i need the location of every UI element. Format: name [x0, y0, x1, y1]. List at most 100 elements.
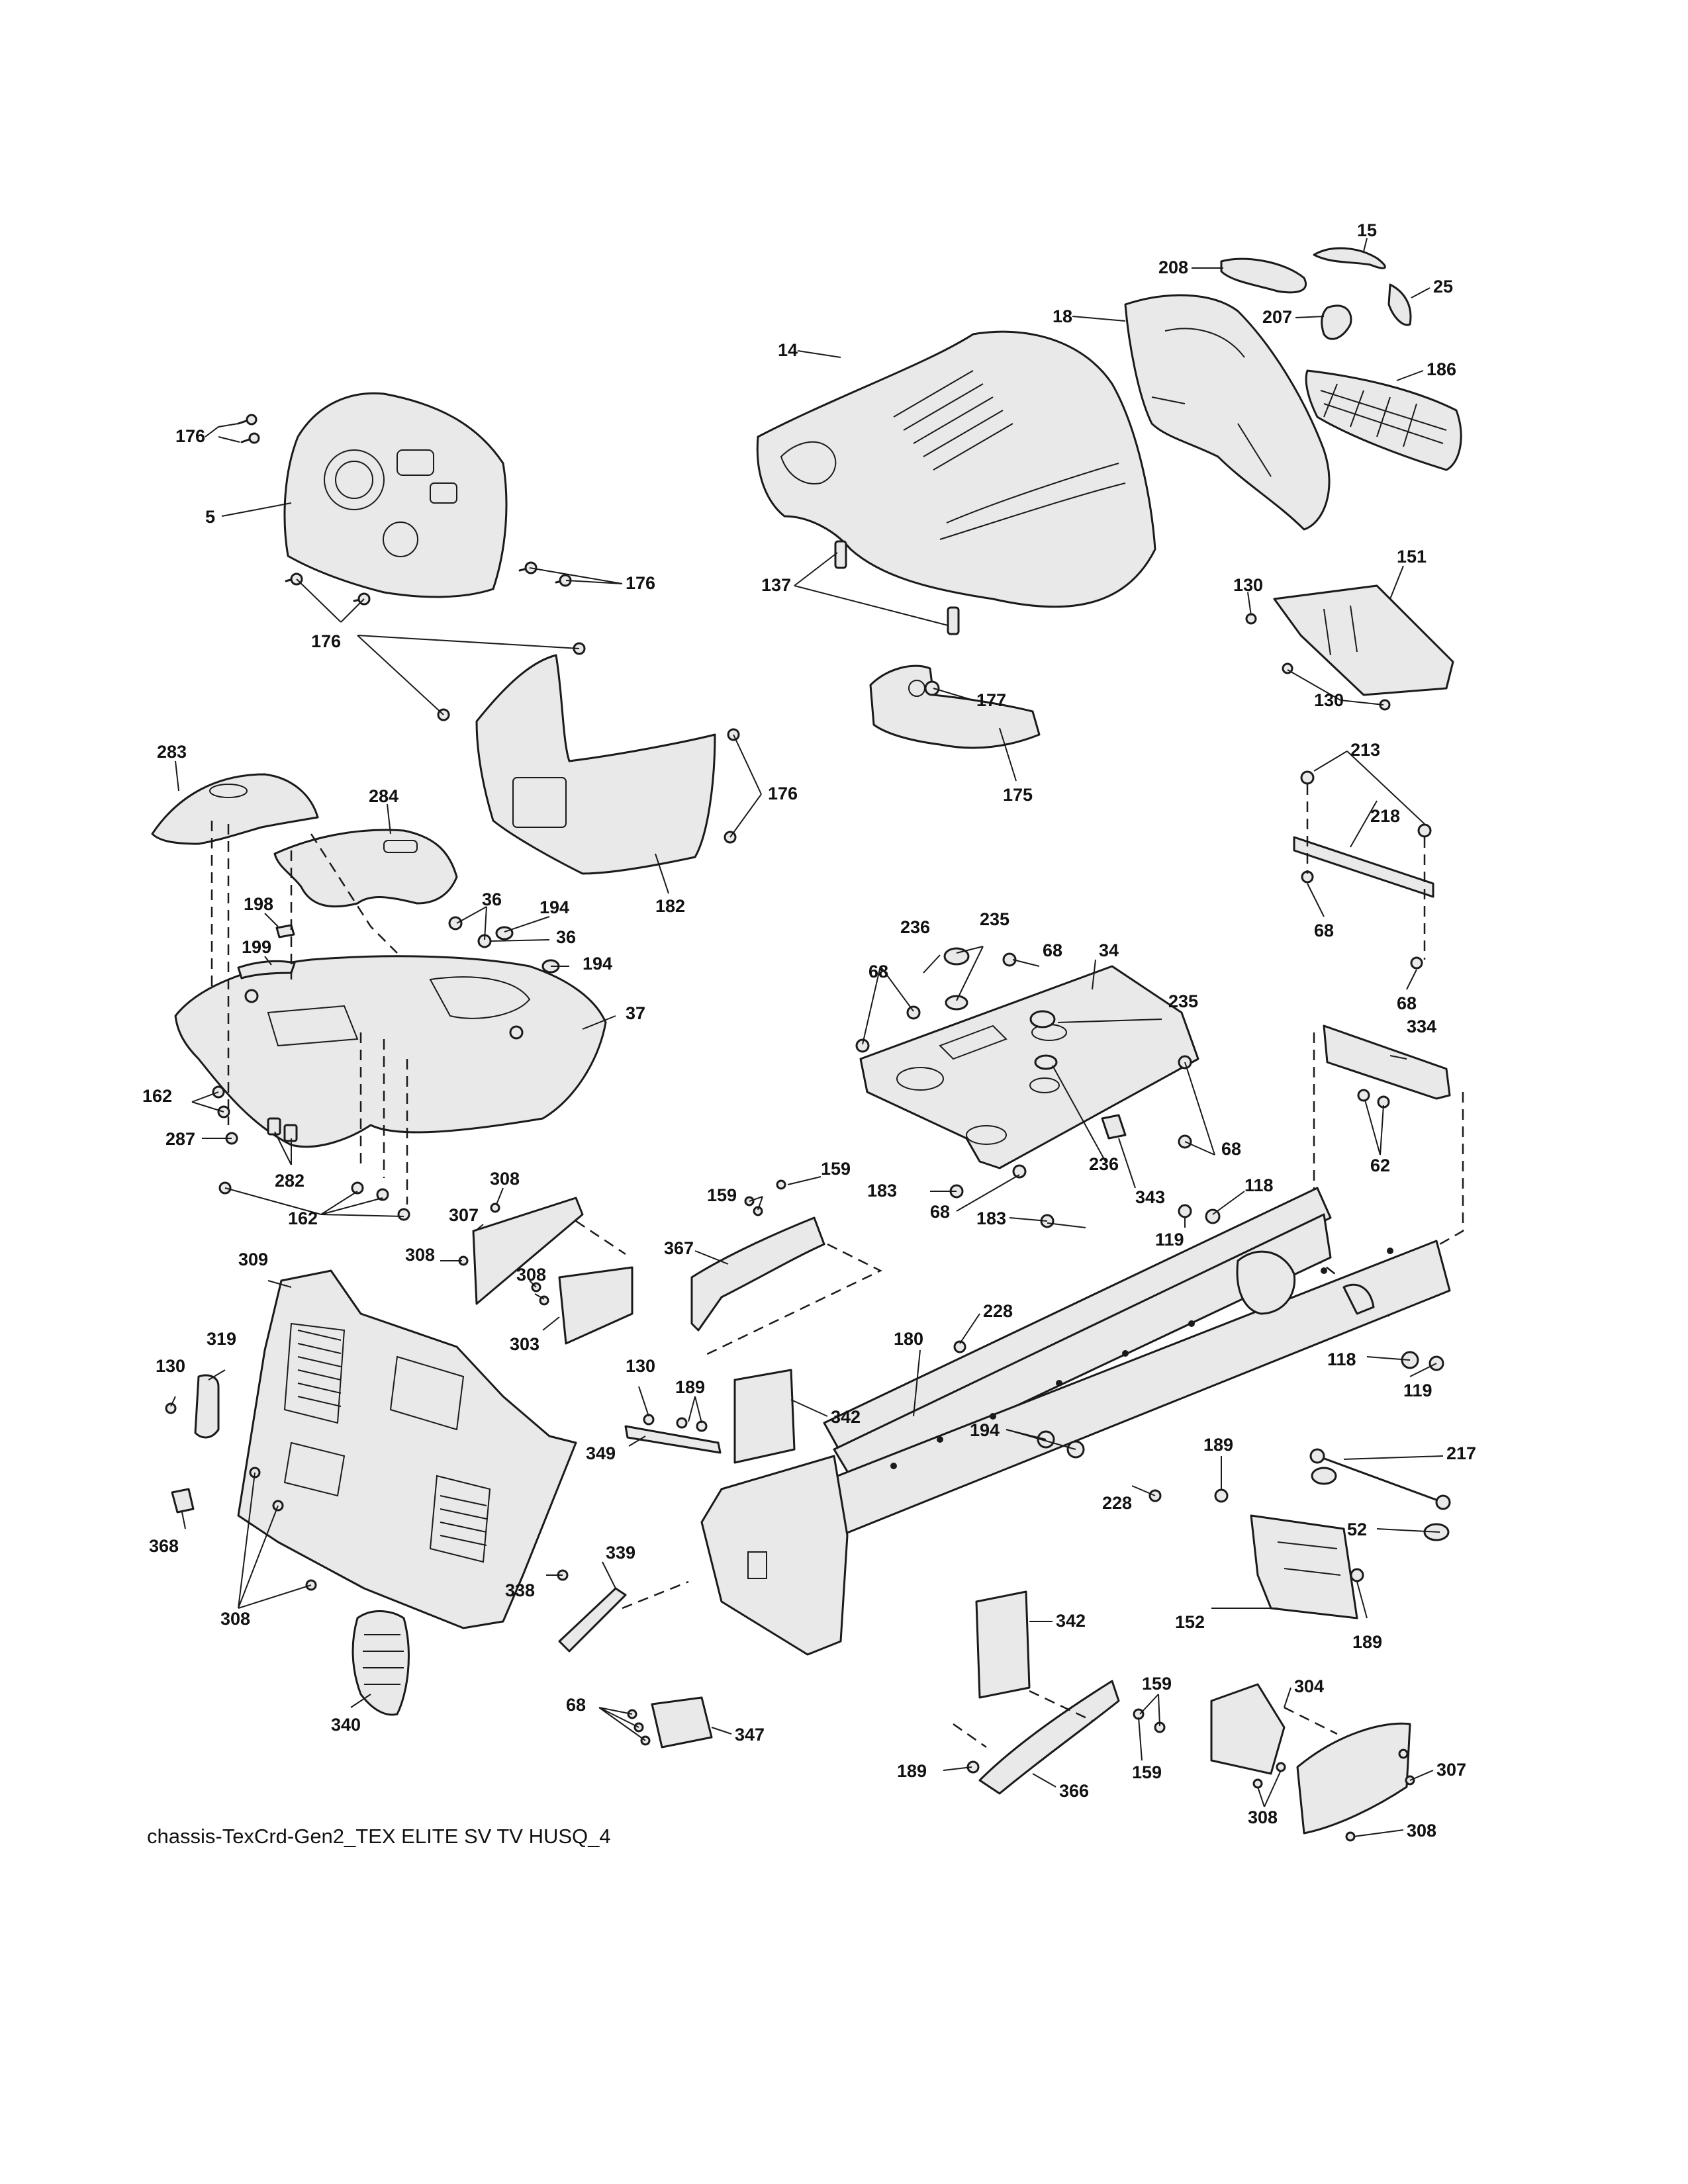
lower-dash-part-182 — [475, 654, 716, 875]
callout-130: 130 — [626, 1356, 655, 1376]
callout-52: 52 — [1347, 1520, 1367, 1539]
fender-dash-lines — [211, 821, 408, 1205]
callout-217: 217 — [1446, 1443, 1476, 1463]
callout-151: 151 — [1397, 547, 1427, 567]
leader-lines — [170, 238, 1444, 1837]
callout-152: 152 — [1175, 1612, 1205, 1632]
callout-36: 36 — [482, 889, 502, 909]
callout-176: 176 — [768, 784, 798, 803]
callout-208: 208 — [1158, 257, 1188, 277]
grille-housing-part-18 — [1124, 294, 1331, 531]
callout-36: 36 — [556, 927, 576, 947]
callout-182: 182 — [655, 896, 685, 916]
bracket-part-175 — [869, 664, 1041, 749]
callout-176: 176 — [311, 631, 341, 651]
callout-309: 309 — [238, 1250, 268, 1269]
callout-308: 308 — [490, 1169, 520, 1189]
callout-347: 347 — [735, 1725, 765, 1745]
callout-68: 68 — [1314, 921, 1334, 940]
callout-189: 189 — [897, 1761, 927, 1781]
callout-235: 235 — [980, 909, 1009, 929]
callout-319: 319 — [207, 1329, 236, 1349]
bracket-part-207 — [1321, 304, 1352, 340]
callout-34: 34 — [1099, 940, 1119, 960]
insert-part-319 — [194, 1374, 220, 1439]
callout-218: 218 — [1370, 806, 1400, 826]
callout-159: 159 — [707, 1185, 737, 1205]
callout-labels: 15 208 25 18 207 186 14 176 5 176 176 13… — [142, 220, 1476, 1841]
callout-137: 137 — [761, 575, 791, 595]
callout-283: 283 — [157, 742, 187, 762]
callout-130: 130 — [1233, 575, 1263, 595]
callout-37: 37 — [626, 1003, 645, 1023]
callout-334: 334 — [1407, 1017, 1436, 1036]
callout-180: 180 — [894, 1329, 923, 1349]
callout-308: 308 — [516, 1265, 546, 1285]
callout-189: 189 — [1203, 1435, 1233, 1455]
callout-186: 186 — [1427, 359, 1456, 379]
callout-308: 308 — [220, 1609, 250, 1629]
callout-342: 342 — [831, 1407, 861, 1427]
clip-part-198-199 — [237, 924, 296, 979]
front-frame-part-309 — [237, 1269, 577, 1629]
callout-199: 199 — [242, 937, 271, 957]
callout-308: 308 — [1407, 1821, 1436, 1841]
callout-175: 175 — [1003, 785, 1033, 805]
callout-118: 118 — [1327, 1349, 1356, 1369]
callout-236: 236 — [1089, 1154, 1119, 1174]
bracket-part-307-303 — [458, 1197, 633, 1345]
callout-14: 14 — [778, 340, 798, 360]
bracket-part-342-349 — [624, 1369, 796, 1464]
callout-198: 198 — [244, 894, 273, 914]
callout-228: 228 — [983, 1301, 1013, 1321]
callout-213: 213 — [1350, 740, 1380, 760]
hood-part-14 — [756, 330, 1156, 608]
callout-162: 162 — [142, 1086, 172, 1106]
frame-part-180 — [700, 1187, 1451, 1656]
callout-25: 25 — [1433, 277, 1453, 296]
fender-part-284 — [273, 829, 458, 908]
fender-part-37 — [174, 955, 607, 1148]
callout-183: 183 — [867, 1181, 897, 1201]
callout-189: 189 — [675, 1377, 705, 1397]
callout-189: 189 — [1352, 1632, 1382, 1652]
callout-130: 130 — [156, 1356, 185, 1376]
callout-194: 194 — [970, 1420, 1000, 1440]
lens-part-25 — [1387, 283, 1412, 326]
callout-342: 342 — [1056, 1611, 1086, 1631]
callout-68: 68 — [868, 962, 888, 981]
callout-177: 177 — [976, 690, 1006, 710]
callout-308: 308 — [1248, 1807, 1278, 1827]
dash-panel-part-5 — [283, 392, 508, 598]
callout-159: 159 — [1142, 1674, 1172, 1694]
callout-367: 367 — [664, 1238, 694, 1258]
diagram-caption: chassis-TexCrd-Gen2_TEX ELITE SV TV HUSQ… — [147, 1825, 611, 1848]
callout-68: 68 — [1221, 1139, 1241, 1159]
callout-339: 339 — [606, 1543, 635, 1563]
headlight-part-208 — [1220, 257, 1307, 294]
plate-part-34 — [855, 947, 1199, 1228]
bracket-part-151 — [1245, 584, 1454, 711]
callout-308: 308 — [405, 1245, 435, 1265]
callout-119: 119 — [1155, 1230, 1184, 1250]
link-part-339 — [557, 1569, 689, 1653]
callout-304: 304 — [1294, 1676, 1324, 1696]
callout-68: 68 — [566, 1695, 586, 1715]
callout-303: 303 — [510, 1334, 539, 1354]
rod-part-217 — [1309, 1448, 1451, 1541]
callout-183: 183 — [976, 1208, 1006, 1228]
bracket-part-152 — [1214, 1488, 1364, 1619]
callout-349: 349 — [586, 1443, 616, 1463]
callout-162: 162 — [288, 1208, 318, 1228]
callout-68: 68 — [930, 1202, 950, 1222]
callout-307: 307 — [449, 1205, 479, 1225]
bracket-part-367 — [690, 1179, 882, 1358]
callout-287: 287 — [165, 1129, 195, 1149]
bracket-part-347 — [627, 1696, 713, 1749]
callout-118: 118 — [1244, 1175, 1274, 1195]
callout-68: 68 — [1397, 993, 1417, 1013]
callout-176: 176 — [175, 426, 205, 446]
callout-228: 228 — [1102, 1493, 1132, 1513]
callout-194: 194 — [583, 954, 612, 974]
